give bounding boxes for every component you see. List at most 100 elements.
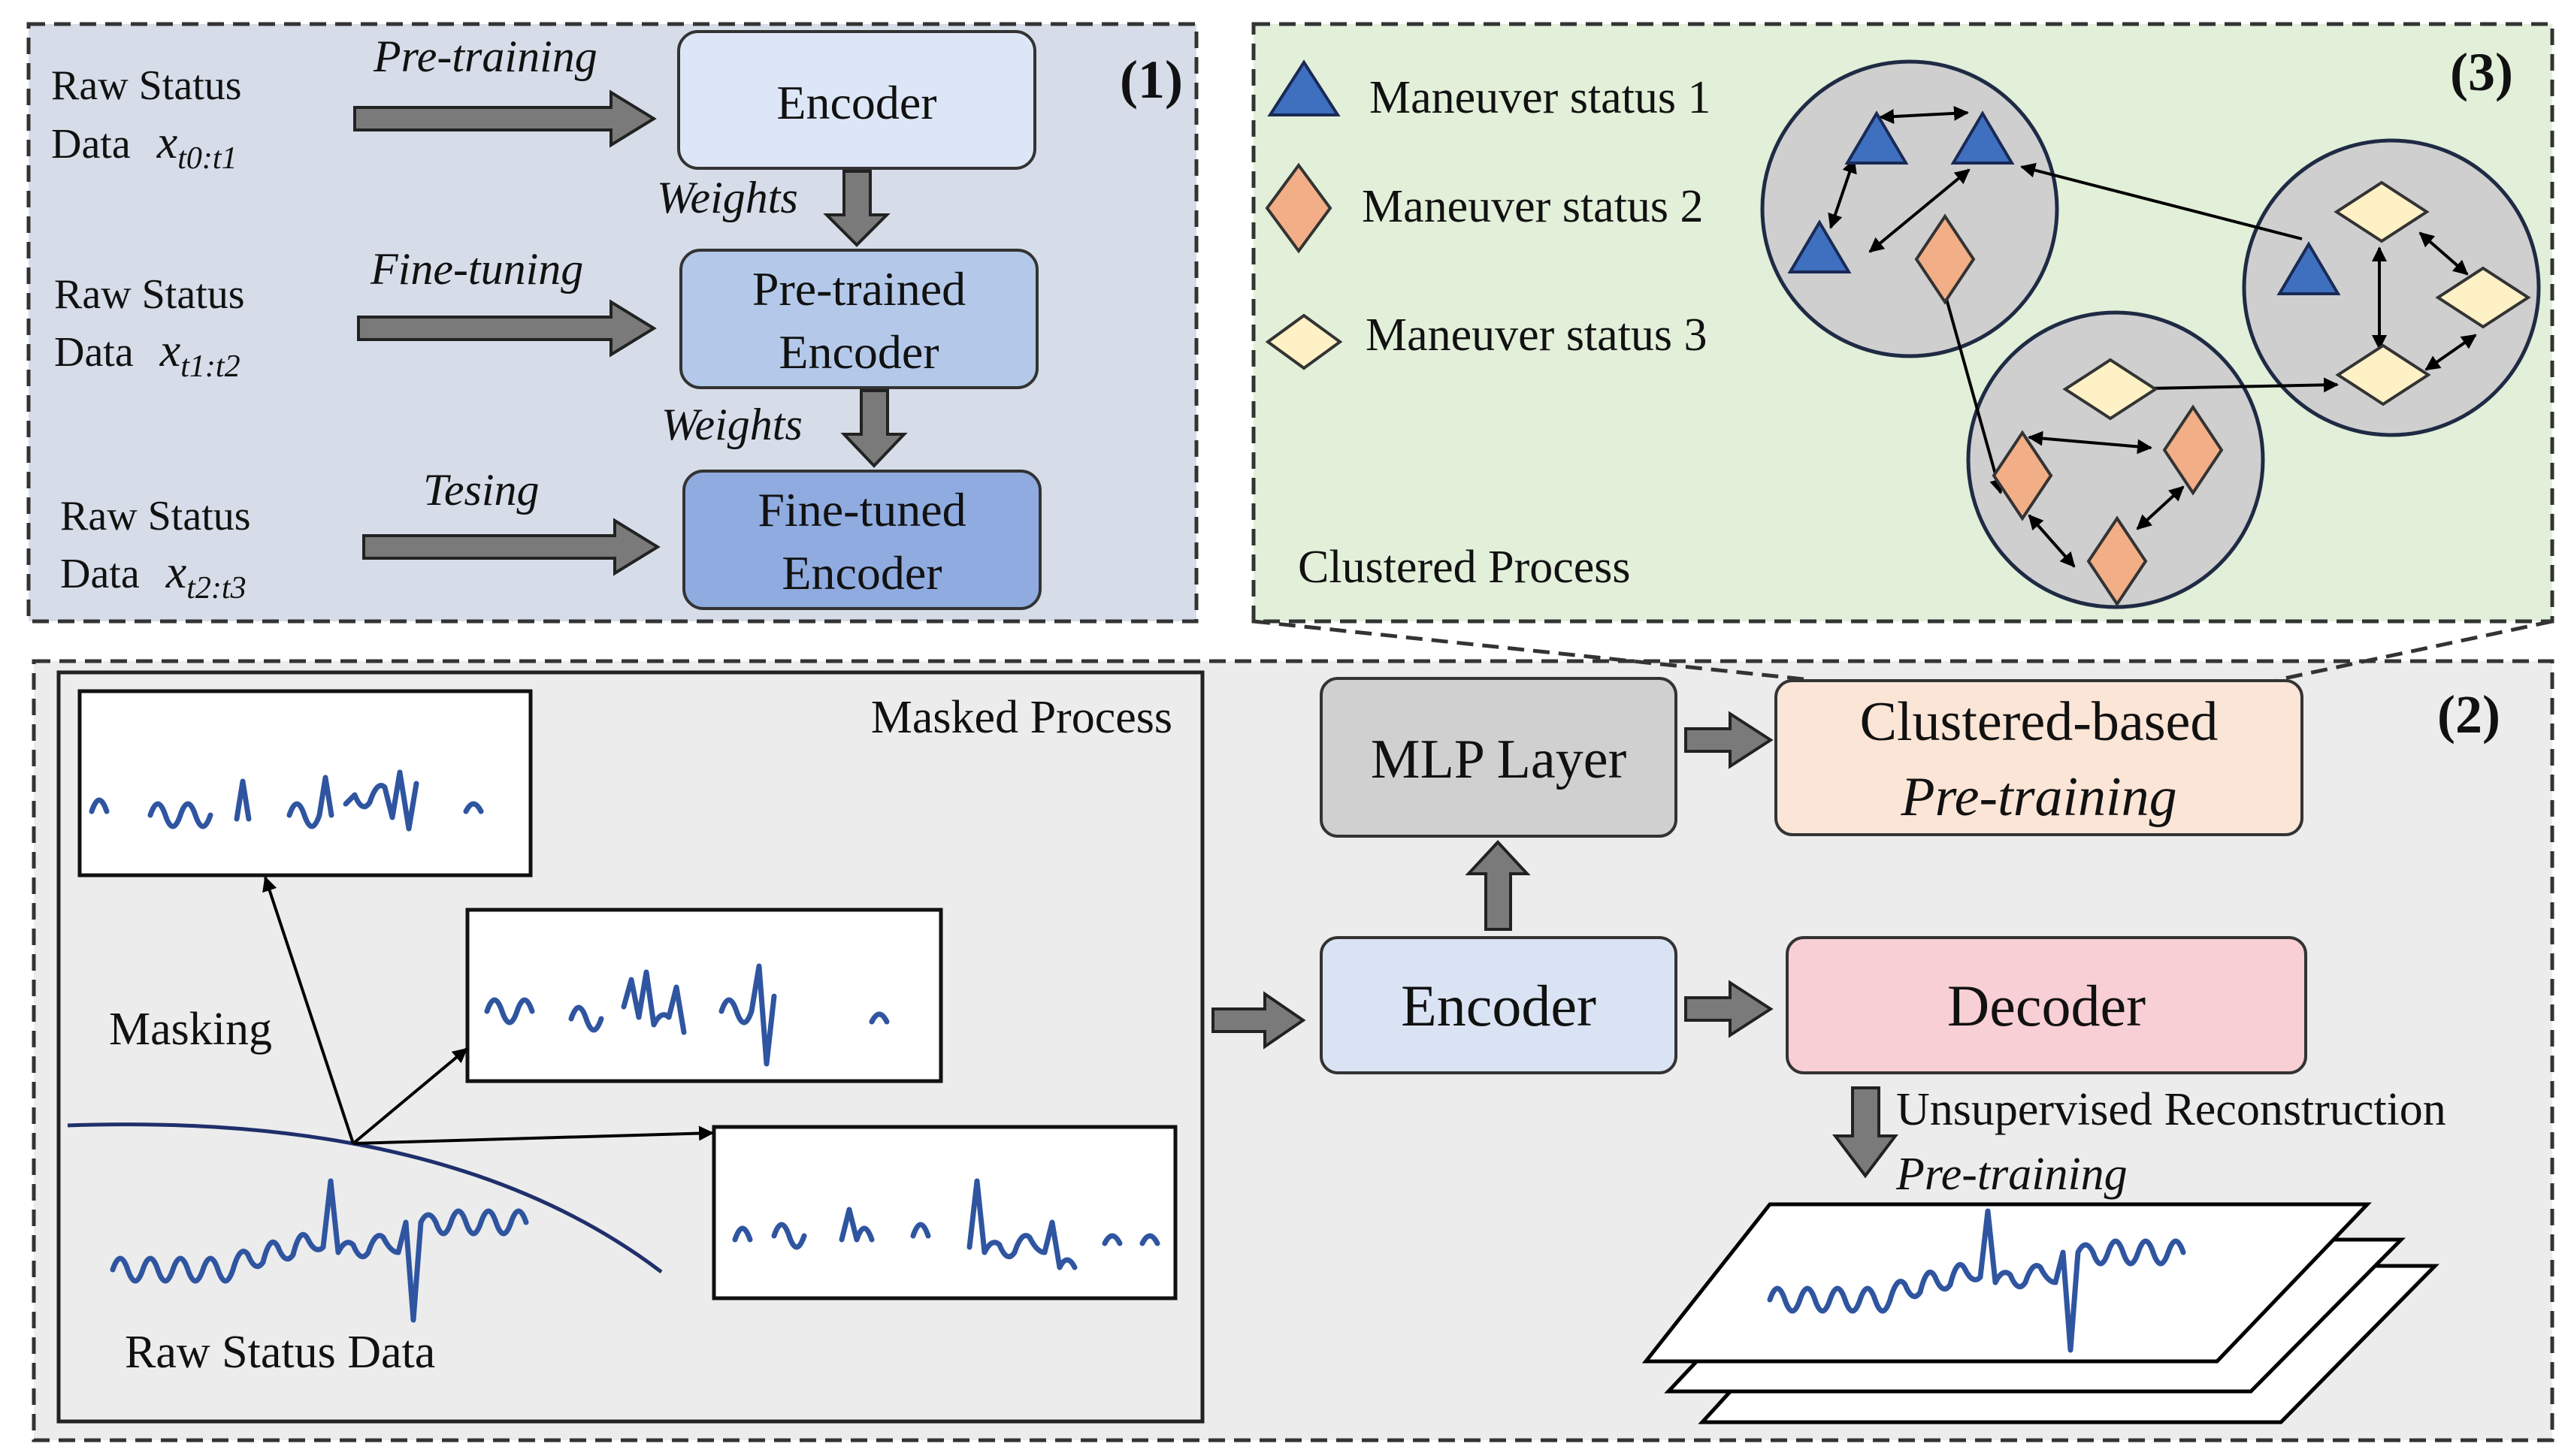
- cluster-circle-1: [1760, 59, 2059, 358]
- reconstructed-signal-waveform: [1767, 1208, 2186, 1353]
- clustered-pretraining-box: [1774, 679, 2303, 836]
- weights-label-2: Weights: [661, 400, 803, 449]
- panel-3-label: (3): [2450, 42, 2513, 102]
- data-label-3: Data: [60, 551, 140, 597]
- node-triangle-icon: [1787, 219, 1852, 273]
- weights-arrow-2: [840, 389, 908, 468]
- signal-waveforms: [89, 769, 1160, 1323]
- masked-sample-3: [712, 1125, 1178, 1300]
- panel-2: (2) Masked Process Masking Raw Status Da…: [32, 619, 2554, 1442]
- arrow-finetuning: [357, 299, 657, 358]
- encoder-box-1: [677, 30, 1036, 170]
- panel-2-label: (2): [2437, 684, 2500, 745]
- encoder-box-2-line1: Pre-trained: [752, 262, 966, 316]
- legend-triangle-icon: [1267, 59, 1341, 116]
- masked-sample-2: [465, 908, 943, 1083]
- var-sub-2: t1:t2: [180, 349, 240, 384]
- raw-status-label-2: Raw Status: [54, 271, 245, 318]
- masked-process-title: Masked Process: [871, 692, 1172, 743]
- encoder-box-3: [682, 470, 1042, 610]
- masking-arrow-mid: [352, 1047, 468, 1145]
- encoder-main-label: Encoder: [1401, 973, 1596, 1038]
- arrow-to-encoder: [1211, 991, 1306, 1050]
- arrow-pretraining: [353, 89, 657, 148]
- clustered-pretraining-line1: Clustered-based: [1860, 691, 2219, 753]
- arrow-label-pretraining: Pre-training: [373, 32, 597, 81]
- masked-sample-1: [77, 689, 533, 878]
- legend-label-2: Maneuver status 2: [1362, 181, 1704, 232]
- decoder-label: Decoder: [1947, 973, 2146, 1038]
- node-diamond-orange-icon: [2086, 515, 2148, 607]
- zoom-line-left: [1253, 619, 1812, 682]
- var-x-2: x: [159, 325, 181, 376]
- masked-signal-2: [484, 963, 890, 1067]
- masking-arrow-right: [352, 1125, 714, 1145]
- encoder-box-main: [1320, 936, 1677, 1074]
- reconstruction-line2: Pre-training: [1895, 1149, 2128, 1200]
- masking-label: Masking: [109, 1004, 272, 1055]
- legend-label-3: Maneuver status 3: [1366, 310, 1707, 361]
- raw-status-data-label: Raw Status Data: [125, 1327, 435, 1378]
- raw-status-label-3: Raw Status: [60, 493, 251, 539]
- clustered-process-label: Clustered Process: [1298, 542, 1631, 593]
- var-sub-1: t0:t1: [177, 141, 237, 176]
- mlp-layer-box: [1320, 677, 1677, 838]
- zoom-line-right: [2276, 619, 2553, 682]
- arrow-label-finetuning: Fine-tuning: [370, 244, 583, 294]
- arrow-testing: [362, 518, 661, 576]
- data-label-2: Data: [54, 329, 134, 376]
- weights-label-1: Weights: [657, 173, 798, 222]
- mlp-layer-label: MLP Layer: [1371, 729, 1626, 790]
- encoder-box-3-line2: Encoder: [782, 546, 942, 600]
- var-sub-3: t2:t3: [186, 571, 246, 606]
- arrow-mlp-to-cluster: [1684, 711, 1774, 769]
- raw-status-label-1: Raw Status: [51, 62, 242, 109]
- node-diamond-yellow-icon: [2334, 180, 2430, 243]
- encoder-box-2: [679, 249, 1039, 389]
- arrow-decoder-down: [1831, 1086, 1899, 1179]
- legend-diamond-yellow-icon: [1265, 313, 1343, 370]
- node-diamond-yellow-icon: [2435, 266, 2531, 329]
- panel-1-label: (1): [1120, 50, 1183, 110]
- cluster-nodes: [1787, 110, 2531, 607]
- raw-signal-waveform: [110, 1178, 529, 1323]
- decoder-box: [1786, 936, 2307, 1074]
- node-triangle-icon: [1950, 110, 2015, 165]
- cluster-connections: [1828, 105, 2477, 568]
- reconstruction-line1: Unsupervised Reconstruction: [1896, 1084, 2446, 1135]
- recon-sheet-front: [1641, 1202, 2372, 1364]
- weights-arrow-1: [823, 170, 891, 247]
- clustered-pretraining-line2: Pre-training: [1900, 766, 2176, 828]
- encoder-box-3-line1: Fine-tuned: [758, 483, 966, 536]
- node-diamond-orange-icon: [2162, 404, 2224, 496]
- legend-label-1: Maneuver status 1: [1369, 72, 1711, 123]
- data-label-1: Data: [51, 121, 131, 168]
- node-diamond-orange-icon: [1914, 213, 1976, 305]
- node-diamond-orange-icon: [1992, 430, 2053, 521]
- masked-process: Masked Process Masking Raw Status Data: [56, 670, 1205, 1424]
- node-diamond-yellow-icon: [2335, 343, 2431, 406]
- legend-diamond-orange-icon: [1265, 162, 1332, 254]
- node-triangle-icon: [1844, 110, 1909, 165]
- encoder-box-1-text: Encoder: [776, 76, 936, 129]
- node-triangle-icon: [2276, 241, 2341, 295]
- encoder-box-2-line2: Encoder: [779, 325, 939, 379]
- data-curve: [67, 1122, 663, 1273]
- masked-signal-3: [732, 1178, 1160, 1270]
- node-diamond-yellow-icon: [2062, 358, 2158, 421]
- masking-arrow-up: [262, 876, 355, 1144]
- masked-signal-1: [89, 769, 484, 832]
- var-x-3: x: [165, 547, 187, 598]
- arrow-label-testing: Tesing: [423, 465, 540, 515]
- panel-3: (3) Maneuver status 1 Maneuver status 2 …: [1251, 22, 2554, 624]
- arrow-encoder-to-mlp: [1465, 840, 1531, 931]
- arrow-encoder-to-decoder: [1684, 980, 1774, 1038]
